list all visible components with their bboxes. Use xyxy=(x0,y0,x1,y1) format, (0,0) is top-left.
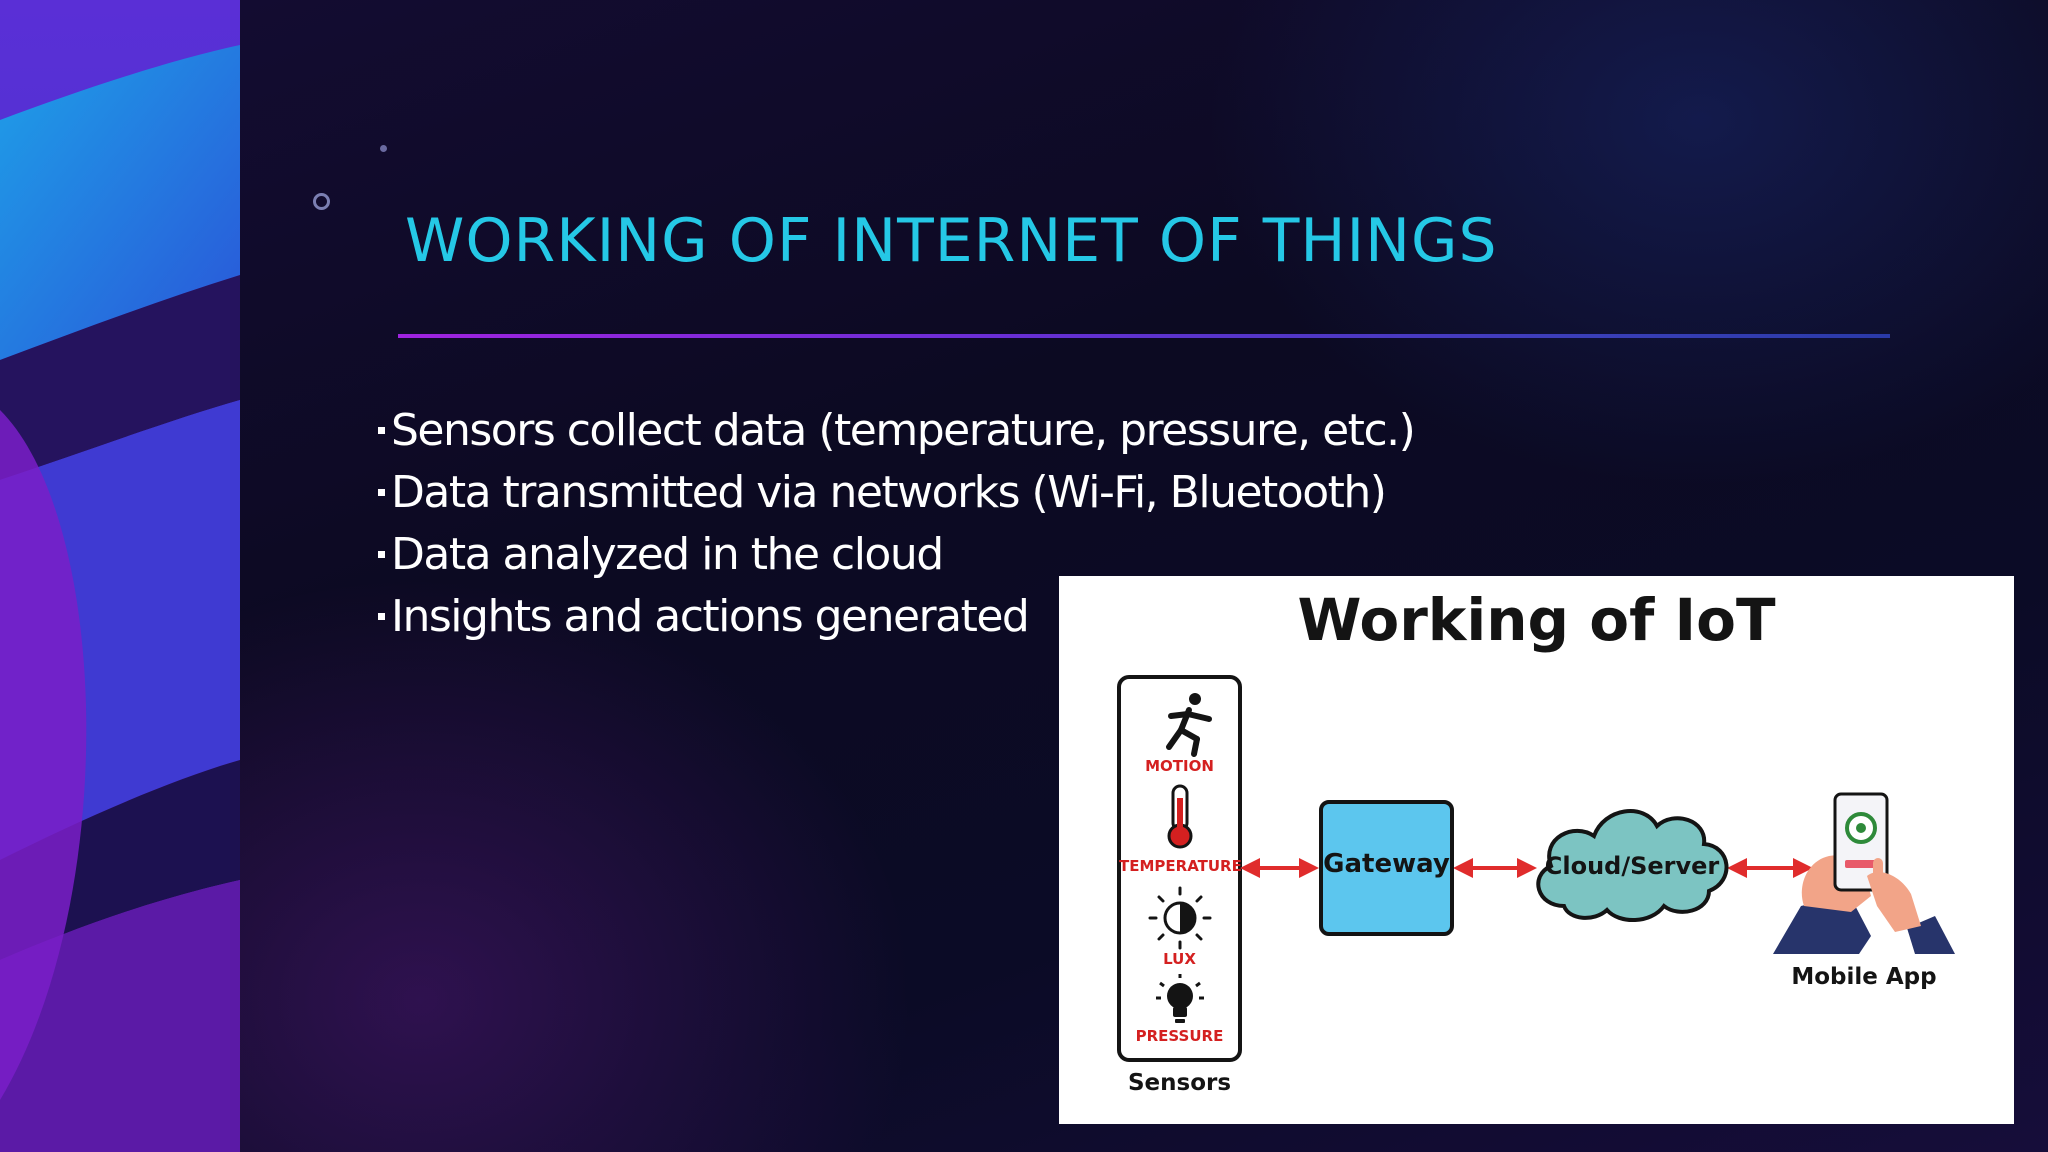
title-underline xyxy=(398,334,1890,338)
bullet-square-icon xyxy=(378,550,385,558)
diagram-title: Working of IoT xyxy=(1297,586,1776,654)
bullet-text: Sensors collect data (temperature, press… xyxy=(391,405,1416,456)
bullet-item: Data transmitted via networks (Wi-Fi, Bl… xyxy=(378,462,1414,524)
bullet-square-icon xyxy=(378,426,385,434)
bullet-text: Data transmitted via networks (Wi-Fi, Bl… xyxy=(391,467,1387,518)
bullet-square-icon xyxy=(378,488,385,496)
mobile-app-caption: Mobile App xyxy=(1791,964,1937,990)
gateway-label: Gateway xyxy=(1323,849,1450,879)
bullet-list: Sensors collect data (temperature, press… xyxy=(378,400,1416,648)
bullet-square-icon xyxy=(378,612,385,620)
cloud-shape xyxy=(1536,809,1729,923)
decorative-ring xyxy=(313,193,330,210)
bullet-item: Data analyzed in the cloud xyxy=(378,524,1414,586)
brightness-icon xyxy=(1148,886,1212,950)
thermometer-icon xyxy=(1167,784,1193,849)
iot-diagram-graphics xyxy=(1117,675,1955,1062)
sensor-label-pressure: PRESSURE xyxy=(1135,1027,1224,1045)
sensors-caption: Sensors xyxy=(1127,1070,1232,1096)
slide-title: WORKING OF INTERNET OF THINGS xyxy=(405,206,1498,276)
sensor-label-temperature: TEMPERATURE xyxy=(1119,857,1242,875)
cloud-label: Cloud/Server xyxy=(1544,852,1720,880)
bullet-text: Insights and actions generated xyxy=(391,591,1030,642)
sensor-label-lux: LUX xyxy=(1163,950,1196,968)
iot-diagram-image: Working of IoT MOTION TEMPERATURE LUX PR… xyxy=(1059,576,2014,1124)
running-person-icon xyxy=(1166,693,1212,757)
sensor-label-motion: MOTION xyxy=(1145,757,1214,775)
decorative-left-panel xyxy=(0,0,240,1152)
decorative-dot xyxy=(380,145,387,152)
mobile-phone-hand-icon xyxy=(1773,792,1955,954)
bullet-text: Data analyzed in the cloud xyxy=(391,529,944,580)
pressure-bulb-icon xyxy=(1156,974,1204,1023)
gateway-box xyxy=(1319,800,1454,936)
bullet-item: Insights and actions generated xyxy=(378,586,1414,648)
bullet-item: Sensors collect data (temperature, press… xyxy=(378,400,1416,462)
